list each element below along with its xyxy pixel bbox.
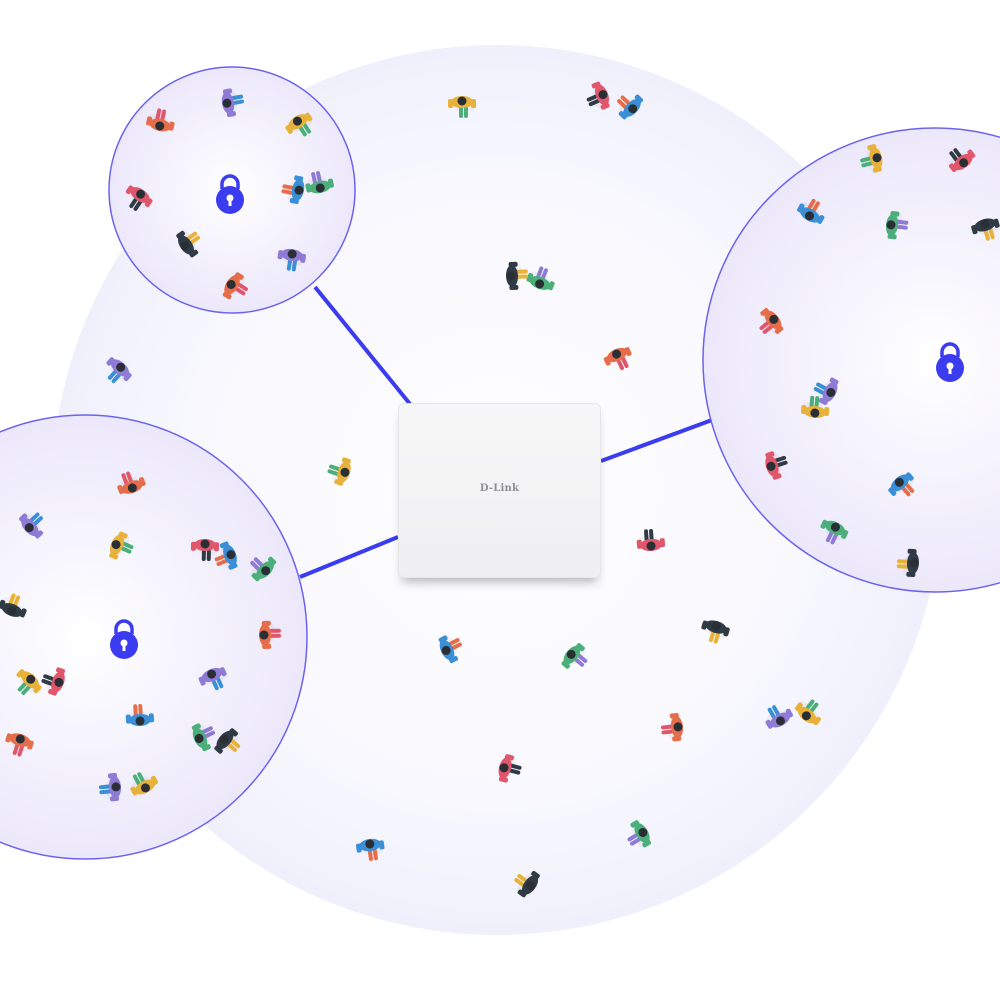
person-figure — [860, 144, 883, 174]
person-figure — [214, 541, 238, 571]
person-figure — [41, 667, 66, 696]
lock-icon — [216, 174, 244, 214]
person-figure — [0, 593, 27, 618]
person-figure — [438, 634, 462, 664]
person-figure — [505, 260, 529, 291]
person-figure — [125, 185, 153, 211]
lock-icon — [936, 342, 964, 382]
person-figure — [285, 112, 313, 137]
person-figure — [800, 395, 830, 419]
person-figure — [176, 230, 201, 258]
person-figure — [304, 171, 334, 194]
person-figure — [106, 357, 132, 384]
person-figure — [701, 620, 730, 644]
connection-line — [299, 535, 399, 579]
person-figure — [885, 210, 909, 240]
person-figure — [948, 148, 976, 173]
person-figure — [514, 870, 540, 898]
person-figure — [635, 528, 666, 552]
person-figure — [759, 308, 784, 335]
person-figure — [129, 772, 159, 796]
lock-icon — [110, 619, 138, 659]
person-figure — [19, 512, 44, 539]
person-figure — [627, 820, 652, 849]
person-figure — [327, 457, 351, 486]
person-figure — [250, 556, 277, 582]
person-figure — [586, 81, 610, 111]
person-figure — [896, 548, 920, 578]
person-figure — [603, 347, 633, 371]
access-point-device: D-Link — [398, 403, 601, 578]
people-group — [0, 81, 1000, 898]
device-brand-label: D-Link — [479, 483, 520, 494]
person-figure — [794, 699, 821, 726]
person-figure — [198, 667, 228, 691]
person-figure — [448, 96, 477, 118]
person-figure — [813, 377, 839, 406]
person-figure — [16, 669, 42, 695]
person-figure — [888, 472, 915, 497]
connection-line — [313, 285, 412, 406]
person-figure — [116, 471, 146, 495]
person-figure — [221, 87, 244, 117]
person-figure — [820, 519, 849, 545]
person-figure — [355, 838, 386, 862]
person-figure — [222, 272, 248, 300]
person-figure — [277, 248, 307, 272]
person-figure — [281, 175, 305, 205]
person-figure — [765, 450, 788, 480]
person-figure — [660, 712, 684, 743]
person-figure — [124, 703, 155, 727]
person-figure — [190, 538, 220, 562]
person-figure — [98, 772, 122, 803]
person-figure — [526, 266, 555, 291]
person-figure — [145, 108, 175, 132]
person-figure — [617, 94, 644, 120]
person-figure — [191, 722, 216, 752]
person-figure — [797, 198, 825, 224]
person-figure — [5, 733, 34, 757]
person-figure — [971, 218, 1000, 241]
person-figure — [214, 728, 241, 754]
connection-lines — [299, 285, 713, 579]
person-figure — [561, 643, 588, 669]
person-figure — [109, 531, 134, 560]
person-figure — [764, 705, 793, 729]
person-figure — [498, 754, 522, 783]
connection-line — [600, 418, 713, 463]
person-figure — [258, 619, 282, 650]
